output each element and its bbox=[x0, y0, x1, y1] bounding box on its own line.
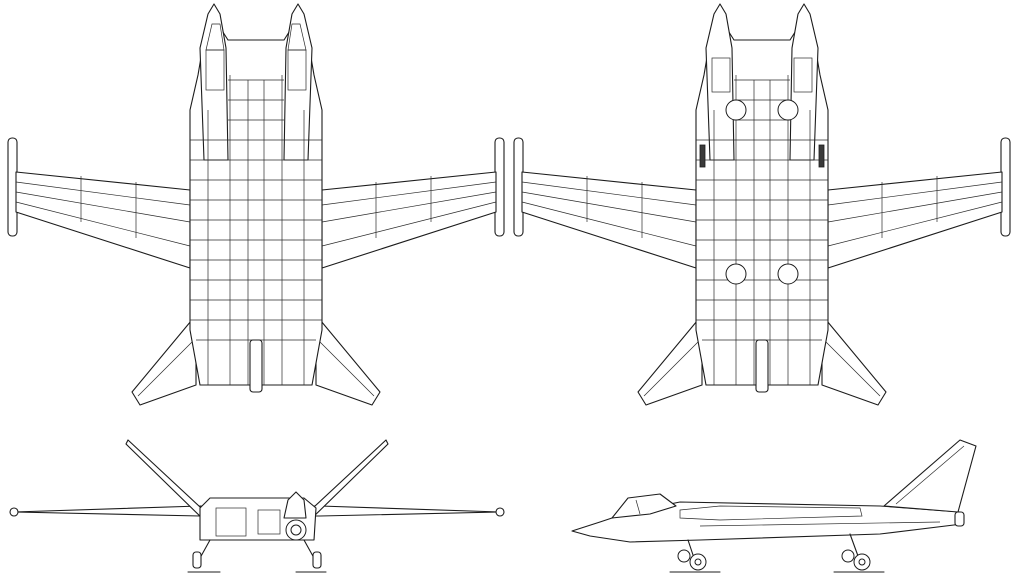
side-view bbox=[571, 439, 977, 573]
front-view bbox=[9, 439, 505, 573]
plan-view-top bbox=[7, 3, 505, 406]
plan-view-bottom bbox=[513, 3, 1011, 406]
